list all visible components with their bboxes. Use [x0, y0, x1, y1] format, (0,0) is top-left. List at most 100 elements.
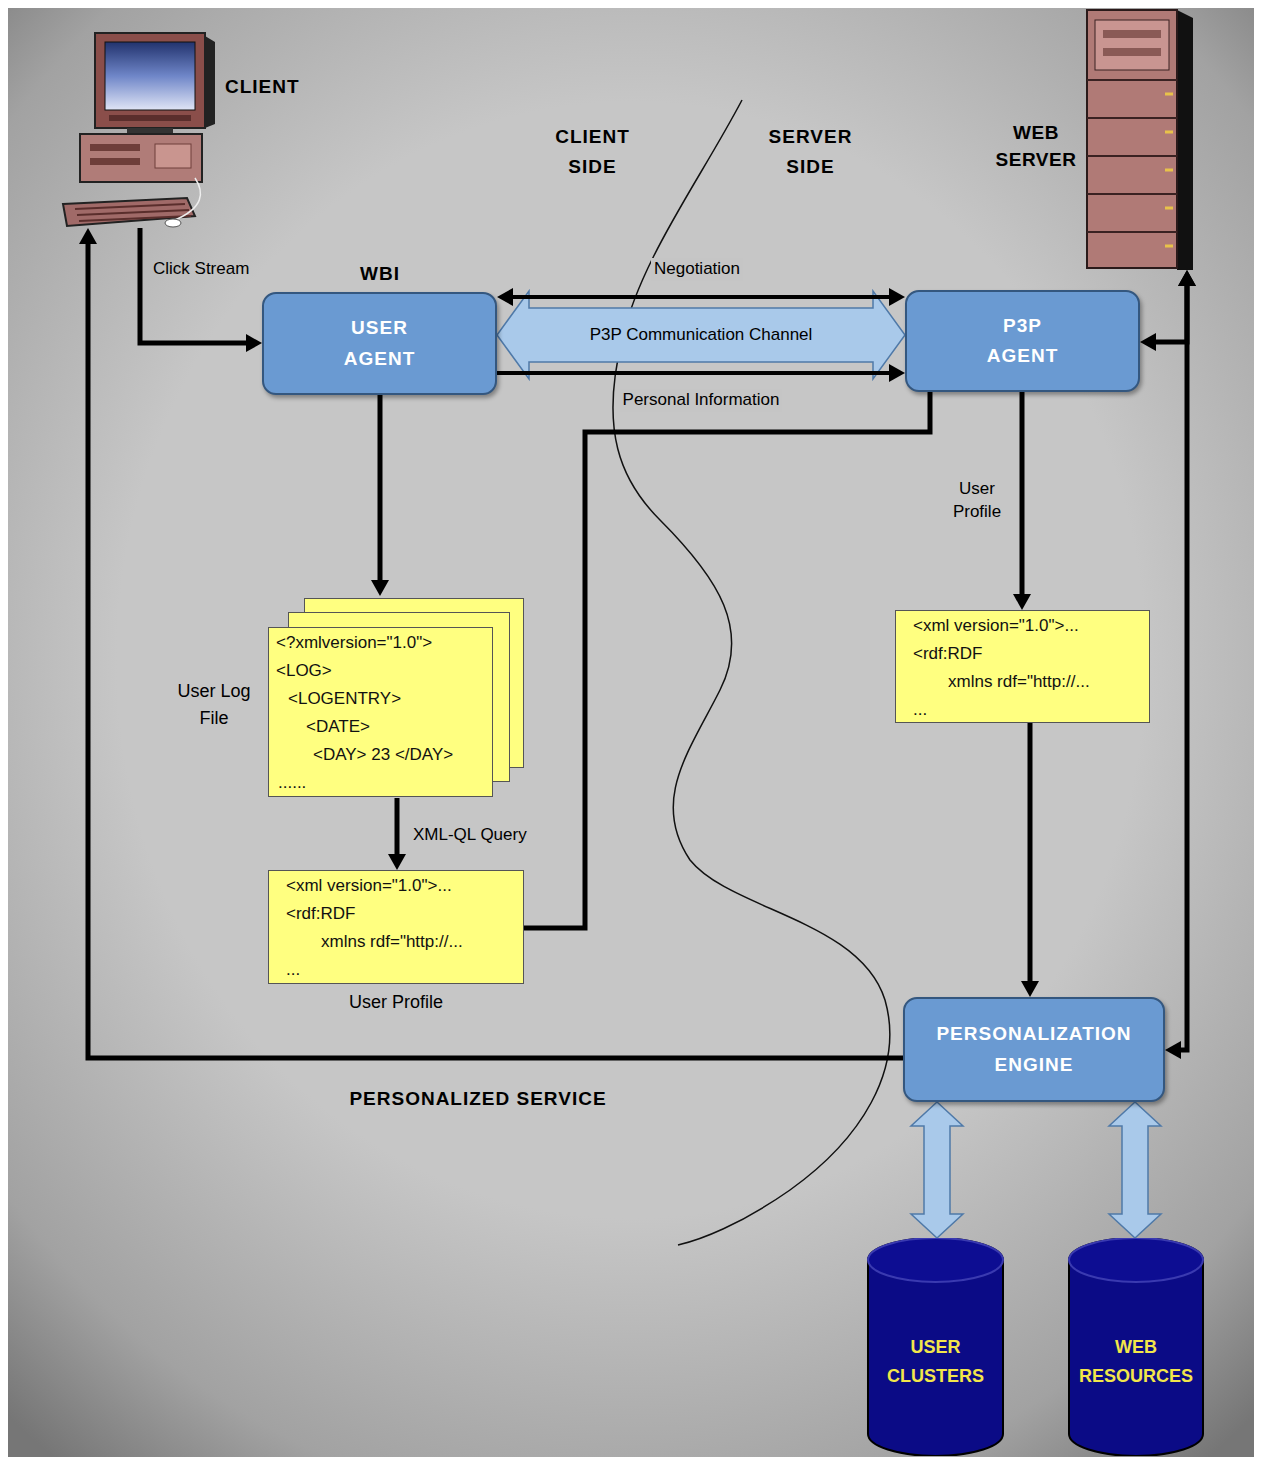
- xml-line: xmlns rdf="http://...: [948, 672, 1090, 692]
- mouse-cable: [175, 178, 200, 220]
- arrowhead: [1013, 594, 1031, 610]
- edge-label-box: User Profile: [942, 478, 1012, 524]
- edge-label-box: Click Stream: [150, 258, 280, 281]
- connector: [388, 798, 406, 870]
- arrowhead: [889, 288, 905, 306]
- connector: [1165, 270, 1196, 1059]
- xml-line: <?xmlversion="1.0">: [276, 633, 432, 653]
- process-box: P3P AGENT: [905, 290, 1140, 392]
- region-label: CLIENT SIDE: [545, 122, 640, 183]
- document-heading: User Log File: [168, 678, 260, 732]
- tower-bays: [1087, 80, 1177, 232]
- mouse: [165, 219, 181, 227]
- arrowhead: [246, 334, 262, 352]
- bay-handles: [1165, 94, 1173, 246]
- server-tower-icon: [1085, 8, 1195, 270]
- monitor-side: [205, 36, 215, 128]
- block-connector: [911, 1102, 963, 1238]
- arrowhead: [79, 228, 97, 244]
- block-arrow: [1109, 1102, 1161, 1238]
- box-label: PERSONALIZATION ENGINE: [914, 1019, 1154, 1080]
- xml-line: <DAY> 23 </DAY>: [313, 745, 453, 765]
- xml-line: <DATE>: [306, 717, 370, 737]
- connector-line: [395, 798, 400, 858]
- xml-line: <LOG>: [276, 661, 332, 681]
- tower-side: [1177, 10, 1193, 270]
- xml-line: ...: [913, 700, 927, 720]
- xml-line: ...: [286, 960, 300, 980]
- drive-panel: [1095, 20, 1169, 70]
- edge-label: P3P Communication Channel: [587, 324, 816, 347]
- edge-label-box: PERSONALIZED SERVICE: [318, 1086, 638, 1112]
- cylinder-body: [868, 1238, 1003, 1456]
- block-connector: [497, 291, 905, 379]
- log-file-stack: <?xmlversion="1.0"> <LOG> <LOGENTRY> <DATE>…: [168, 596, 528, 798]
- box-label: USER AGENT: [315, 313, 445, 374]
- process-box: USER AGENT: [262, 292, 497, 395]
- computer-icon: [55, 28, 215, 228]
- arrowhead: [1165, 1041, 1181, 1059]
- connector: [79, 228, 903, 1058]
- drive-slot: [1103, 30, 1161, 38]
- arrowhead: [1178, 270, 1196, 286]
- connector-line: [1020, 392, 1025, 598]
- connector-line: [1152, 282, 1187, 342]
- cpu-case: [80, 134, 202, 182]
- xml-line: <xml version="1.0">...: [286, 876, 452, 896]
- block-arrow: [497, 291, 905, 379]
- connector: [524, 392, 930, 928]
- edge-label: User Profile: [942, 478, 1012, 524]
- web-server: WEB SERVER: [990, 8, 1195, 270]
- arrowhead: [388, 854, 406, 870]
- paper-sheet: <?xmlversion="1.0"> <LOG> <LOGENTRY> <DATE>…: [268, 627, 493, 797]
- arrowhead: [1021, 981, 1039, 997]
- document-caption: User Profile: [268, 992, 524, 1013]
- xml-line: <LOGENTRY>: [288, 689, 401, 709]
- database-cylinder: WEB RESOURCES: [1067, 1238, 1205, 1456]
- tower-front: [1087, 10, 1177, 268]
- connector-line: [88, 240, 903, 1058]
- monitor-buttons: [109, 115, 191, 121]
- connector-line: [1177, 282, 1187, 1050]
- xml-line: <rdf:RDF: [913, 644, 982, 664]
- drive-slot: [155, 144, 191, 168]
- paper-sheet: <xml version="1.0">...<rdf:RDFxmlns rdf=…: [268, 870, 524, 984]
- background: [8, 8, 1254, 1457]
- edge-label-box: Negotiation: [607, 258, 787, 281]
- process-box: PERSONALIZATION ENGINE: [903, 997, 1165, 1102]
- edge-label-box: P3P Communication Channel: [551, 324, 851, 347]
- client-server-divider: [613, 100, 890, 1245]
- edge-label: XML-QL Query: [410, 824, 530, 847]
- cylinder-label: WEB RESOURCES: [1070, 1333, 1202, 1391]
- connector: [371, 395, 389, 596]
- edge-label: Click Stream: [150, 258, 252, 281]
- connector: [497, 364, 905, 382]
- region-label: WBI: [345, 259, 415, 289]
- connector-line: [497, 371, 893, 375]
- block-connector: [1109, 1102, 1161, 1238]
- connector-line: [524, 392, 930, 928]
- xml-line: <rdf:RDF: [286, 904, 355, 924]
- cylinder-top: [868, 1238, 1003, 1282]
- xml-document: <xml version="1.0">...<rdf:RDFxmlns rdf=…: [268, 870, 524, 1020]
- block-arrow: [911, 1102, 963, 1238]
- drive-slot: [1103, 48, 1161, 56]
- paper-sheet: <xml version="1.0">...<rdf:RDFxmlns rdf=…: [895, 610, 1150, 723]
- database-cylinder: USER CLUSTERS: [866, 1238, 1005, 1456]
- region-label: SERVER SIDE: [763, 122, 858, 183]
- drive-slot: [90, 158, 140, 165]
- connector: [497, 288, 905, 306]
- node-heading: CLIENT: [225, 76, 300, 98]
- edge-label: Personal Information: [620, 389, 783, 412]
- xml-document: <xml version="1.0">...<rdf:RDFxmlns rdf=…: [895, 610, 1150, 723]
- cylinder-label: USER CLUSTERS: [878, 1333, 993, 1391]
- screen: [105, 42, 195, 110]
- node-heading: WEB SERVER: [990, 120, 1082, 173]
- connector-line: [1028, 723, 1033, 985]
- monitor: [95, 33, 205, 128]
- arrowhead: [497, 288, 513, 306]
- cylinder-top: [1069, 1238, 1203, 1282]
